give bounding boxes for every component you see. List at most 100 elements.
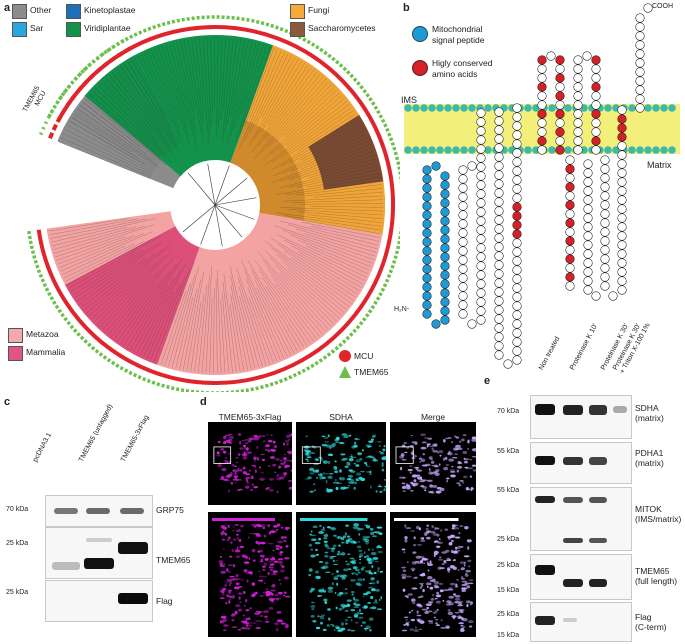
signal-speck	[246, 572, 248, 575]
tree-branch	[169, 43, 197, 139]
signal-speck	[273, 445, 278, 449]
signal-speck	[436, 608, 439, 611]
amino-acid-residue	[565, 227, 575, 237]
tree-branch	[289, 110, 354, 155]
signal-speck	[420, 583, 424, 588]
signal-speck	[264, 444, 271, 448]
signal-speck	[354, 481, 357, 485]
tree-branch	[52, 227, 127, 247]
tree-branch	[248, 296, 274, 363]
amino-acid-residue	[494, 161, 504, 171]
tree-branch	[290, 234, 372, 268]
signal-speck	[447, 536, 451, 541]
blot-label-grp75: GRP75	[156, 505, 184, 515]
signal-speck	[351, 559, 357, 562]
tree-branch	[299, 126, 364, 161]
signal-speck	[433, 581, 439, 585]
tree-branch	[180, 40, 196, 111]
amino-acid-residue	[458, 282, 468, 292]
legend-swatch-mammalia	[8, 346, 23, 361]
signal-speck	[464, 525, 469, 530]
signal-speck	[340, 541, 345, 544]
amino-acid-residue	[512, 202, 522, 212]
tree-branch	[133, 57, 168, 119]
phylogenetic-tree	[27, 15, 400, 392]
signal-speck	[377, 532, 382, 535]
signal-speck	[454, 597, 461, 601]
signal-speck	[438, 558, 444, 561]
signal-speck	[354, 441, 357, 445]
signal-speck	[410, 489, 414, 492]
signal-speck	[245, 617, 251, 620]
tree-branch	[229, 266, 256, 369]
amino-acid-residue	[512, 310, 522, 320]
signal-speck	[236, 546, 239, 550]
signal-speck	[466, 539, 472, 543]
signal-speck	[361, 449, 365, 452]
signal-speck	[241, 554, 247, 558]
signal-speck	[223, 625, 229, 627]
blot-pdha1	[530, 442, 632, 484]
signal-speck	[467, 546, 470, 550]
tree-branch	[147, 50, 178, 119]
tree-branch	[89, 93, 154, 151]
signal-speck	[280, 622, 287, 625]
signal-speck	[359, 608, 361, 613]
amino-acid-residue	[635, 85, 645, 95]
signal-speck	[428, 610, 433, 613]
signal-speck	[279, 563, 283, 566]
blot-label-flag-e: Flag (C-term)	[635, 612, 667, 632]
signal-speck	[248, 625, 252, 627]
amino-acid-residue	[537, 118, 547, 128]
signal-speck	[310, 530, 313, 533]
saccharomycetes-sector	[308, 114, 384, 190]
amino-acid-residue	[440, 306, 450, 316]
signal-speck	[216, 451, 220, 455]
signal-speck	[427, 569, 430, 572]
amino-acid-residue	[440, 216, 450, 226]
signal-speck	[324, 441, 330, 443]
signal-speck	[344, 532, 348, 536]
amino-acid-residue	[512, 166, 522, 176]
signal-speck	[443, 457, 446, 461]
amino-acid-residue	[422, 291, 432, 301]
signal-speck	[432, 532, 438, 536]
amino-acid-residue	[476, 243, 486, 253]
amino-acid-residue	[458, 192, 468, 202]
signal-speck	[345, 619, 348, 622]
signal-speck	[383, 487, 386, 491]
tree-branch	[130, 59, 171, 128]
signal-speck	[428, 471, 433, 475]
signal-speck	[312, 525, 318, 529]
signal-speck	[357, 578, 364, 582]
signal-speck	[464, 561, 467, 564]
signal-speck	[457, 550, 461, 552]
signal-speck	[467, 565, 471, 568]
tree-branch	[133, 278, 175, 352]
signal-speck	[247, 616, 251, 618]
signal-speck	[314, 541, 321, 545]
signal-speck	[371, 438, 375, 441]
signal-speck	[244, 485, 250, 489]
amino-acid-residue	[635, 49, 645, 59]
signal-speck	[467, 559, 472, 563]
signal-speck	[249, 532, 256, 535]
signal-speck	[339, 469, 342, 473]
signal-speck	[351, 572, 354, 575]
signal-speck	[328, 617, 331, 621]
blot-mitok	[530, 487, 632, 551]
tree-branch	[143, 292, 175, 358]
signal-speck	[282, 472, 288, 476]
signal-speck	[413, 536, 416, 540]
amino-acid-residue	[573, 55, 583, 65]
tree-core-branch	[214, 177, 248, 206]
signal-speck	[467, 440, 470, 444]
amino-acid-residue	[494, 224, 504, 234]
legend-label-viridiplantae: Viridiplantae	[84, 23, 131, 33]
signal-speck	[455, 444, 461, 448]
signal-speck	[471, 464, 476, 467]
amino-acid-residue	[591, 118, 601, 128]
amino-acid-residue	[512, 175, 522, 185]
signal-speck	[269, 563, 275, 566]
signal-speck	[355, 582, 361, 586]
